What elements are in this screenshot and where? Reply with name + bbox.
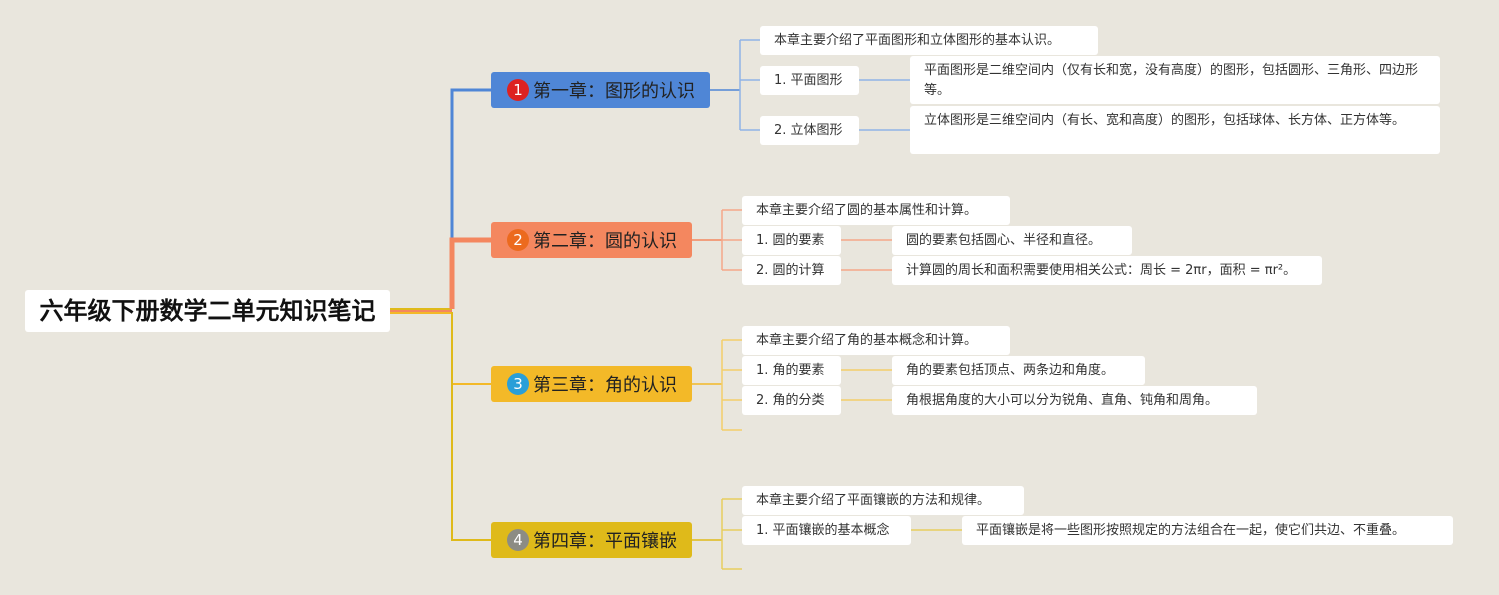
chapter-3-title: 第三章：角的认识 xyxy=(533,375,677,396)
chapter-4-item-1-detail[interactable]: 平面镶嵌是将一些图形按照规定的方法组合在一起，使它们共边、不重叠。 xyxy=(962,516,1453,545)
chapter-2-node[interactable]: 2 第二章：圆的认识 xyxy=(491,222,692,258)
chapter-2-intro[interactable]: 本章主要介绍了圆的基本属性和计算。 xyxy=(742,196,1010,225)
chapter-4-item-1[interactable]: 1. 平面镶嵌的基本概念 xyxy=(742,516,911,545)
chapter-4-title: 第四章：平面镶嵌 xyxy=(533,531,677,552)
chapter-3-item-1-detail[interactable]: 角的要素包括顶点、两条边和角度。 xyxy=(892,356,1145,385)
chapter-1-item-2-detail[interactable]: 立体图形是三维空间内（有长、宽和高度）的图形，包括球体、长方体、正方体等。 xyxy=(910,106,1440,154)
chapter-3-item-2[interactable]: 2. 角的分类 xyxy=(742,386,841,415)
chapter-2-title: 第二章：圆的认识 xyxy=(533,231,677,252)
number-1-icon: 1 xyxy=(507,79,529,101)
chapter-1-item-2[interactable]: 2. 立体图形 xyxy=(760,116,859,145)
number-3-icon: 3 xyxy=(507,373,529,395)
chapter-1-node[interactable]: 1 第一章：图形的认识 xyxy=(491,72,710,108)
chapter-2-item-2[interactable]: 2. 圆的计算 xyxy=(742,256,841,285)
number-4-icon: 4 xyxy=(507,529,529,551)
chapter-3-intro[interactable]: 本章主要介绍了角的基本概念和计算。 xyxy=(742,326,1010,355)
chapter-1-item-1[interactable]: 1. 平面图形 xyxy=(760,66,859,95)
chapter-2-item-1-detail[interactable]: 圆的要素包括圆心、半径和直径。 xyxy=(892,226,1132,255)
number-2-icon: 2 xyxy=(507,229,529,251)
chapter-4-node[interactable]: 4 第四章：平面镶嵌 xyxy=(491,522,692,558)
chapter-2-item-2-detail[interactable]: 计算圆的周长和面积需要使用相关公式：周长 = 2πr，面积 = πr²。 xyxy=(892,256,1322,285)
chapter-3-item-1[interactable]: 1. 角的要素 xyxy=(742,356,841,385)
chapter-4-intro[interactable]: 本章主要介绍了平面镶嵌的方法和规律。 xyxy=(742,486,1024,515)
root-topic[interactable]: 六年级下册数学二单元知识笔记 xyxy=(25,290,390,332)
chapter-3-node[interactable]: 3 第三章：角的认识 xyxy=(491,366,692,402)
chapter-2-item-1[interactable]: 1. 圆的要素 xyxy=(742,226,841,255)
chapter-1-intro[interactable]: 本章主要介绍了平面图形和立体图形的基本认识。 xyxy=(760,26,1098,55)
chapter-1-title: 第一章：图形的认识 xyxy=(533,81,695,102)
chapter-3-item-2-detail[interactable]: 角根据角度的大小可以分为锐角、直角、钝角和周角。 xyxy=(892,386,1257,415)
chapter-1-item-1-detail[interactable]: 平面图形是二维空间内（仅有长和宽，没有高度）的图形，包括圆形、三角形、四边形等。 xyxy=(910,56,1440,104)
